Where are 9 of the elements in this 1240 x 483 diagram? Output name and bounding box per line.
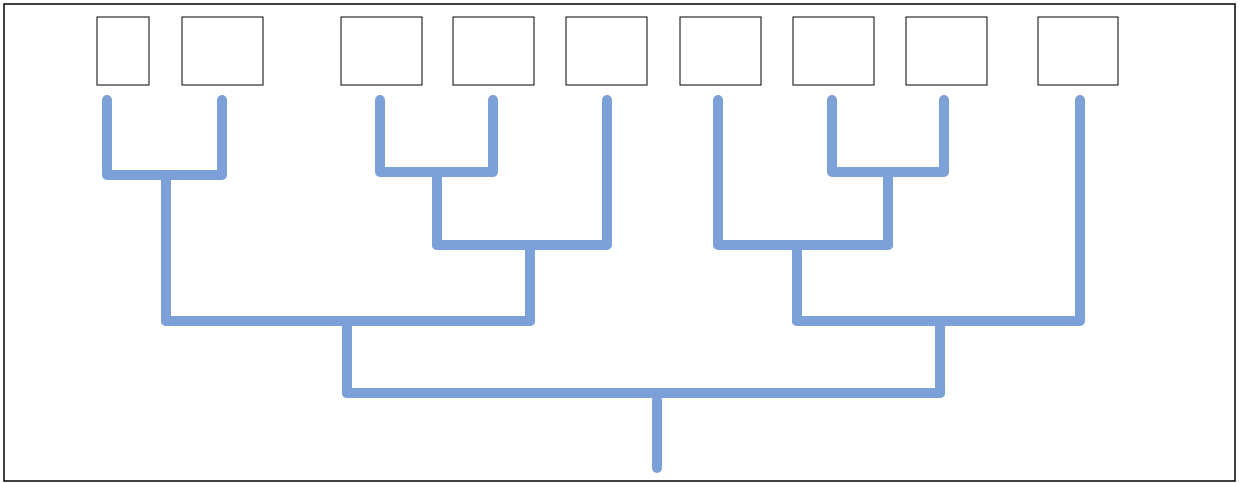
empty-box — [679, 16, 762, 86]
empty-box — [1037, 16, 1119, 86]
empty-box — [340, 16, 423, 86]
empty-box — [905, 16, 988, 86]
empty-box — [565, 16, 648, 86]
empty-box — [181, 16, 264, 86]
empty-box — [452, 16, 535, 86]
empty-box — [96, 16, 150, 86]
empty-box — [792, 16, 875, 86]
